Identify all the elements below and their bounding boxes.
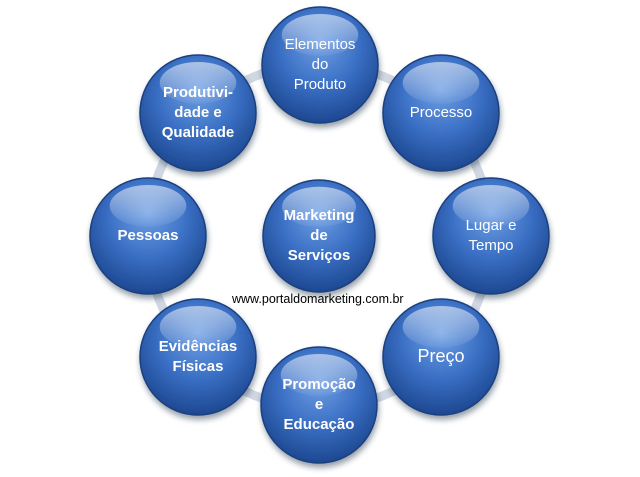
node-evidencias-fisicas-gloss	[159, 305, 237, 348]
node-circles	[89, 6, 550, 464]
node-produtividade-e-qualidade	[139, 54, 257, 172]
node-processo	[382, 54, 500, 172]
watermark-url: www.portaldomarketing.com.br	[232, 292, 404, 306]
node-elementos-do-produto	[261, 6, 379, 124]
node-evidencias-fisicas	[139, 298, 257, 416]
node-processo-gloss	[402, 61, 480, 104]
center-node-gloss	[282, 186, 356, 228]
node-produtividade-e-qualidade-gloss	[159, 61, 237, 104]
node-preco	[382, 298, 500, 416]
center-node	[262, 179, 376, 293]
node-pessoas	[89, 177, 207, 295]
node-lugar-e-tempo	[432, 177, 550, 295]
node-promocao-e-educacao-gloss	[280, 353, 358, 396]
node-promocao-e-educacao	[260, 346, 378, 464]
node-lugar-e-tempo-gloss	[452, 184, 530, 227]
node-pessoas-gloss	[109, 184, 187, 227]
node-preco-gloss	[402, 305, 480, 348]
node-elementos-do-produto-gloss	[281, 13, 359, 56]
